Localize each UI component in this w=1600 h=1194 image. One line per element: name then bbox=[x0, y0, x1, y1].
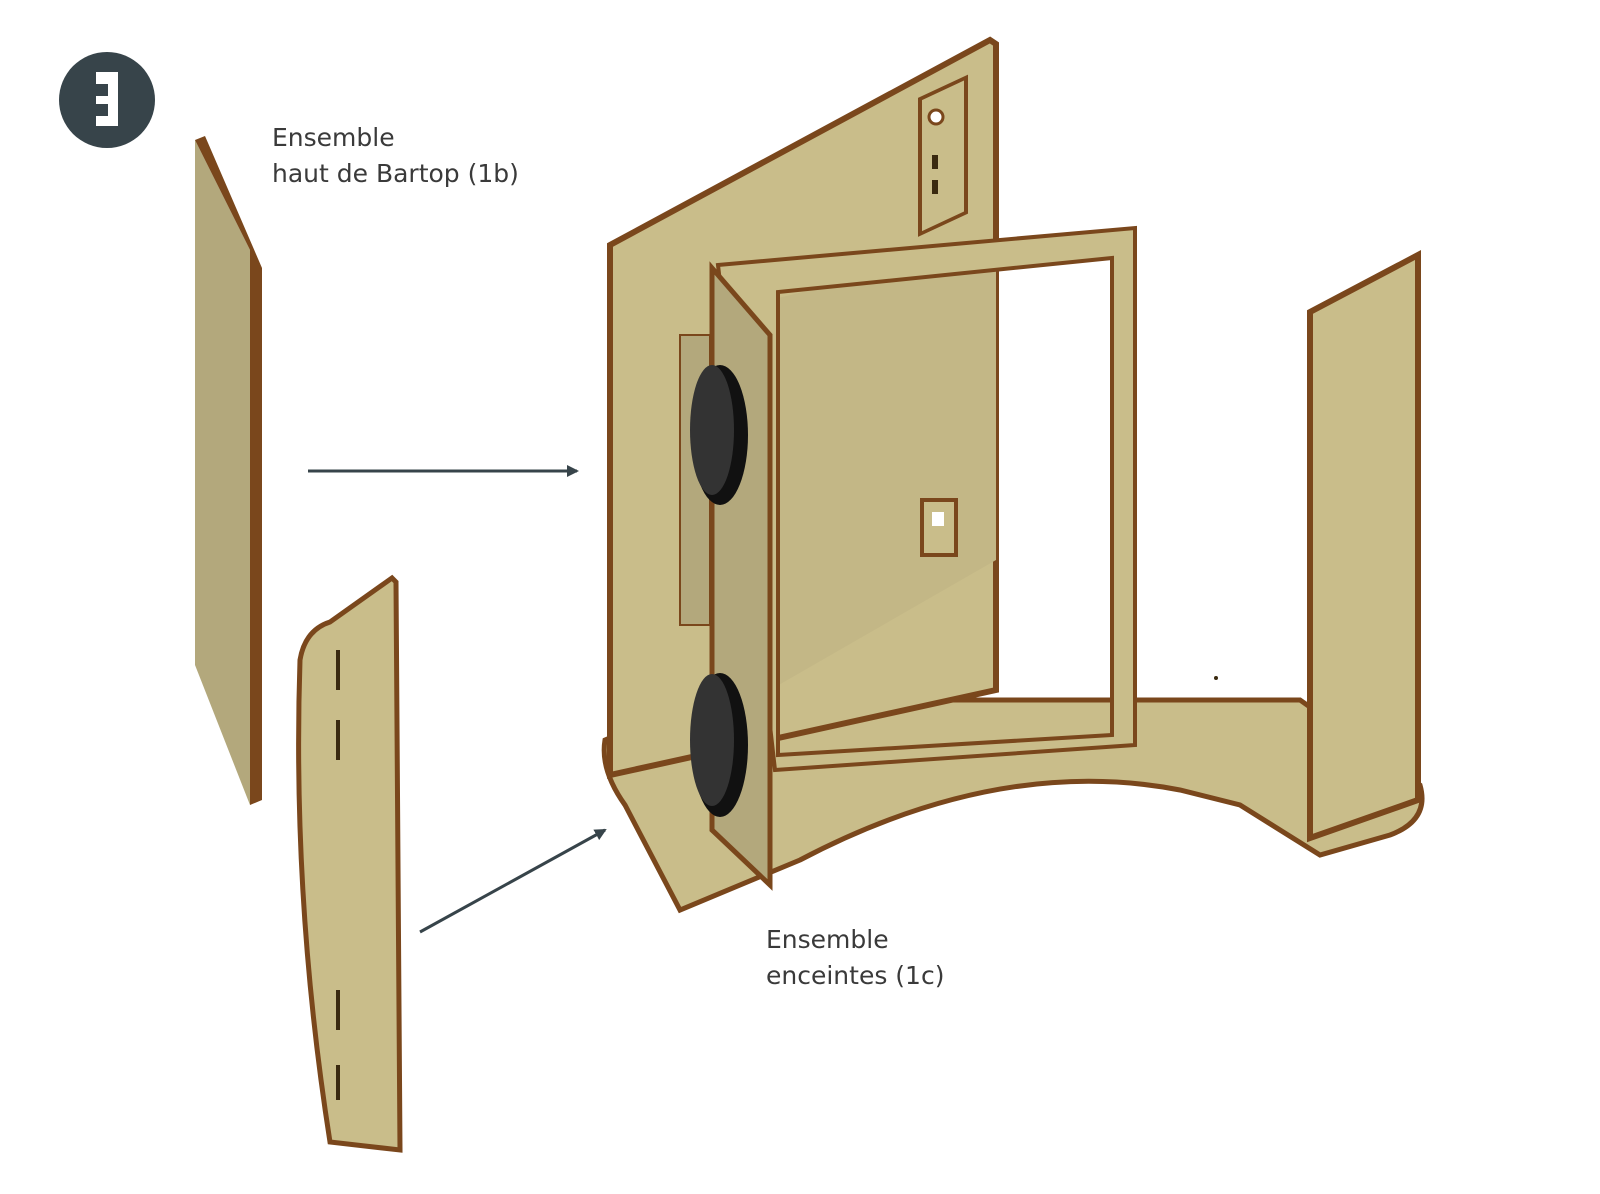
step-badge bbox=[59, 52, 155, 148]
arrow-side-panel bbox=[419, 828, 607, 934]
label-line: enceintes (1c) bbox=[766, 961, 945, 990]
speaker-bottom bbox=[690, 673, 748, 817]
top-panel bbox=[195, 136, 262, 805]
side-curved-panel bbox=[296, 574, 403, 1153]
label-top-assembly: Ensemble haut de Bartop (1b) bbox=[272, 120, 519, 192]
panel-assembly-icon bbox=[96, 72, 118, 126]
speaker-panel bbox=[690, 261, 773, 891]
label-line: Ensemble bbox=[272, 123, 395, 152]
right-side-panel bbox=[1307, 250, 1421, 843]
speaker-top bbox=[690, 365, 748, 505]
label-line: Ensemble bbox=[766, 925, 889, 954]
inner-panel bbox=[770, 245, 996, 690]
label-speaker-assembly: Ensemble enceintes (1c) bbox=[766, 922, 944, 994]
label-line: haut de Bartop (1b) bbox=[272, 159, 519, 188]
